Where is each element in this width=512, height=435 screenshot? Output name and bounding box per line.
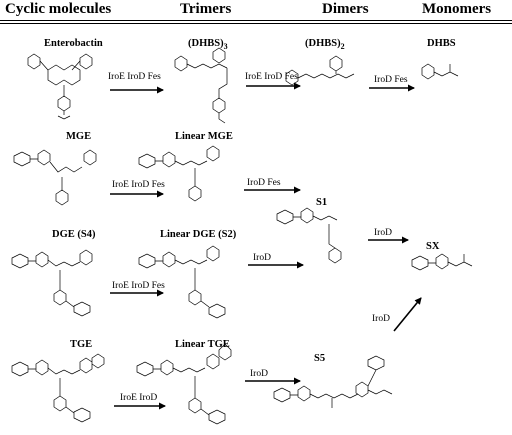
label-enterobactin: Enterobactin: [44, 38, 103, 49]
enzyme-label-ent-to-trimer: IroE IroD Fes: [108, 72, 161, 82]
structure-linear-mge: [138, 145, 220, 202]
enzyme-label-s1-to-sx: IroD: [374, 228, 392, 238]
structure-mge: [13, 149, 97, 206]
structure-dhbs: [421, 63, 459, 80]
structure-linear-tge: [136, 343, 232, 425]
label-s5: S5: [314, 353, 326, 364]
header-trimers: Trimers: [180, 1, 232, 17]
label-sx: SX: [426, 241, 440, 252]
structure-dhbs-trimer: [174, 47, 228, 124]
label-tge: TGE: [70, 339, 93, 350]
enzyme-label-linear-dge-to-s1: IroD: [253, 253, 271, 263]
enzyme-label-linear-tge-to-s5: IroD: [250, 369, 268, 379]
structure-tge: [11, 353, 105, 423]
enzyme-label-s5-to-sx: IroD: [372, 314, 390, 324]
structure-dhbs-dimer: [285, 55, 355, 86]
header-rule-top: [0, 20, 512, 21]
label-dhbs-trimer: (DHBS)3: [188, 38, 228, 52]
enzyme-label-mge-to-linear: IroE IroD Fes: [112, 180, 165, 190]
label-dge: DGE (S4): [52, 229, 96, 240]
enzyme-label-dimer-to-monomer: IroD Fes: [374, 75, 408, 85]
header-dimers: Dimers: [322, 1, 369, 17]
structure-linear-dge: [138, 245, 226, 319]
enzyme-label-linear-mge-to-s1: IroD Fes: [247, 178, 281, 188]
label-linear-dge: Linear DGE (S2): [160, 229, 237, 240]
label-dhbs-dimer: (DHBS)2: [305, 38, 345, 52]
structure-enterobactin: [27, 53, 93, 120]
header-monomers: Monomers: [422, 1, 492, 17]
arrow-s5-to-sx: [393, 297, 422, 332]
structure-s5: [273, 355, 393, 408]
structure-dge: [11, 249, 93, 317]
label-linear-tge: Linear TGE: [175, 339, 230, 350]
header-rule-bottom: [0, 23, 512, 24]
label-s1: S1: [316, 197, 328, 208]
enzyme-label-tge-to-linear: IroE IroD: [120, 393, 158, 403]
structure-sx: [411, 253, 473, 271]
label-mge: MGE: [66, 131, 92, 142]
label-dhbs: DHBS: [427, 38, 456, 49]
enzyme-label-trimer-to-dimer: IroE IroD Fes: [245, 72, 298, 82]
structure-s1: [276, 207, 342, 264]
header-cyclic-molecules: Cyclic molecules: [5, 1, 112, 17]
enzyme-label-dge-to-linear: IroE IroD Fes: [112, 281, 165, 291]
label-linear-mge: Linear MGE: [175, 131, 233, 142]
